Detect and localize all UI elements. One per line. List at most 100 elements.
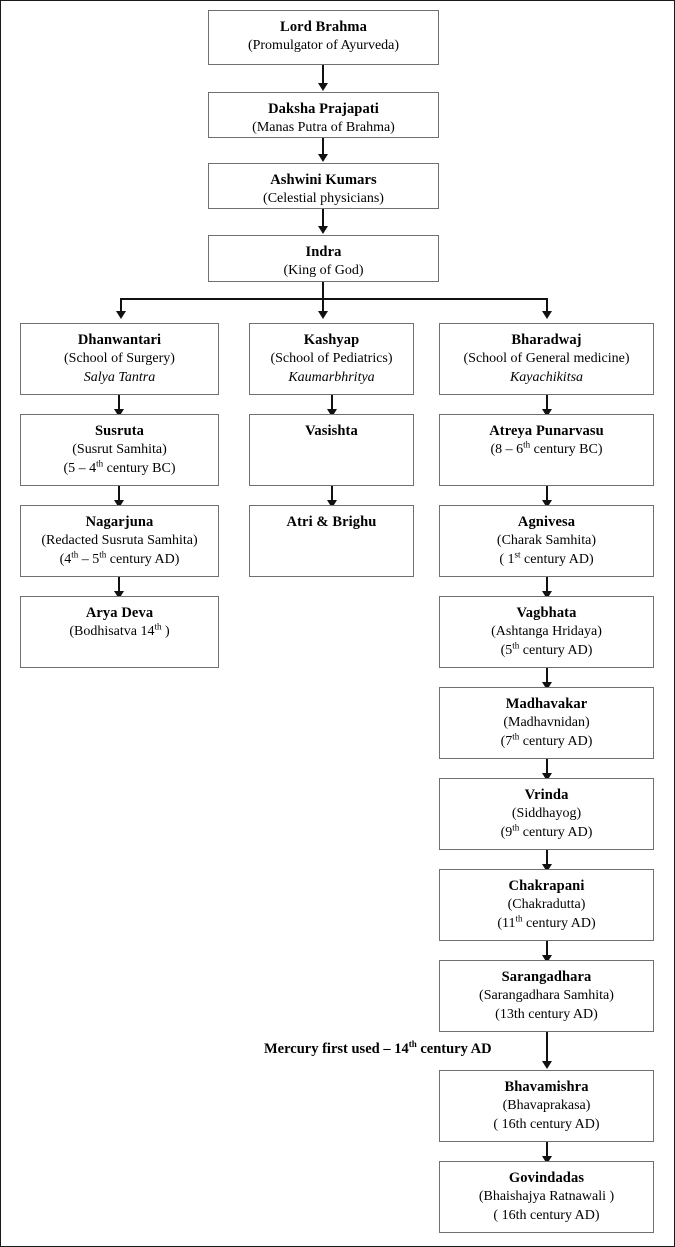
arrowhead-nagarjuna-aryadeva <box>114 591 124 599</box>
node-sarangadhara: Sarangadhara (Sarangadhara Samhita) (13t… <box>439 960 654 1032</box>
arrowhead-agnivesa-vagbhata <box>542 591 552 599</box>
node-subtitle: (Ashtanga Hridaya) <box>491 624 602 640</box>
node-govindadas: Govindadas (Bhaishajya Ratnawali ) ( 16t… <box>439 1161 654 1233</box>
connector-ashwini-indra <box>322 209 324 230</box>
node-chakrapani: Chakrapani (Chakradutta) (11th century A… <box>439 869 654 941</box>
node-title: Daksha Prajapati <box>268 101 379 117</box>
node-date: (13th century AD) <box>495 1006 598 1022</box>
connector-branch-middle <box>322 298 324 313</box>
node-subtitle: (School of Pediatrics) <box>270 351 393 367</box>
node-subtitle: (Celestial physicians) <box>263 191 384 207</box>
node-daksha-prajapati: Daksha Prajapati (Manas Putra of Brahma) <box>208 92 439 138</box>
node-title: Vrinda <box>524 787 569 803</box>
node-subtitle: (Siddhayog) <box>511 806 582 822</box>
arrowhead-branch-right <box>542 311 552 319</box>
connector-dhanwantari-susruta <box>118 395 120 412</box>
node-date: ( 16th century AD) <box>493 1207 600 1223</box>
node-subtitle: (Bhavaprakasa) <box>502 1098 591 1114</box>
node-indra: Indra (King of God) <box>208 235 439 282</box>
arrowhead-chakrapani-sarangadhara <box>542 955 552 963</box>
node-title: Vagbhata <box>516 605 577 621</box>
arrowhead-vasishta-atribrighu <box>327 500 337 508</box>
node-subtitle: (Charak Samhita) <box>496 533 597 549</box>
node-ashwini-kumars: Ashwini Kumars (Celestial physicians) <box>208 163 439 209</box>
node-subtitle: (Susrut Samhita) <box>72 442 167 458</box>
node-subtitle: (Chakradutta) <box>507 897 586 913</box>
arrowhead-daksha-ashwini <box>318 154 328 162</box>
connector-chakrapani-sarangadhara <box>546 941 548 958</box>
arrowhead-branch-middle <box>318 311 328 319</box>
node-title: Atreya Punarvasu <box>489 423 604 439</box>
node-subtitle: (Manas Putra of Brahma) <box>252 120 395 136</box>
connector-atreya-agnivesa <box>546 486 548 503</box>
node-subtitle: (School of Surgery) <box>64 351 175 367</box>
arrowhead-vagbhata-madhavakar <box>542 682 552 690</box>
node-title: Agnivesa <box>517 514 576 530</box>
connector-branch-right <box>546 298 548 313</box>
connector-branch-left <box>120 298 122 313</box>
node-subtitle: (King of God) <box>283 263 364 279</box>
node-dhanwantari: Dhanwantari (School of Surgery) Salya Ta… <box>20 323 219 395</box>
node-madhavakar: Madhavakar (Madhavnidan) (7th century AD… <box>439 687 654 759</box>
connector-vasishta-atribrighu <box>331 486 333 503</box>
node-subtitle: (Bhaishajya Ratnawali ) <box>478 1189 615 1205</box>
node-date: (8 – 6th century BC) <box>490 439 603 458</box>
arrowhead-branch-left <box>116 311 126 319</box>
arrowhead-vrinda-chakrapani <box>542 864 552 872</box>
node-bhavamishra: Bhavamishra (Bhavaprakasa) ( 16th centur… <box>439 1070 654 1142</box>
node-sanskrit-term: Kaumarbhritya <box>288 369 375 385</box>
node-title: Susruta <box>94 423 145 439</box>
connector-susruta-nagarjuna <box>118 486 120 503</box>
connector-madhavakar-vrinda <box>546 759 548 776</box>
arrowhead-dhanwantari-susruta <box>114 409 124 417</box>
node-agnivesa: Agnivesa (Charak Samhita) ( 1st century … <box>439 505 654 577</box>
node-title: Ashwini Kumars <box>270 172 377 188</box>
connector-sarangadhara-bhavamishra <box>546 1032 548 1065</box>
node-title: Bharadwaj <box>511 332 582 348</box>
node-subtitle: (Bodhisatva 14th ) <box>69 621 170 640</box>
node-title: Chakrapani <box>508 878 585 894</box>
node-title: Bhavamishra <box>504 1079 589 1095</box>
node-kashyap: Kashyap (School of Pediatrics) Kaumarbhr… <box>249 323 414 395</box>
connector-agnivesa-vagbhata <box>546 577 548 594</box>
node-lord-brahma: Lord Brahma (Promulgator of Ayurveda) <box>208 10 439 65</box>
connector-vrinda-chakrapani <box>546 850 548 867</box>
arrowhead-ashwini-indra <box>318 226 328 234</box>
connector-brahma-daksha <box>322 65 324 86</box>
arrowhead-sarangadhara-bhavamishra <box>542 1061 552 1069</box>
mercury-annotation: Mercury first used – 14th century AD <box>264 1039 492 1057</box>
node-susruta: Susruta (Susrut Samhita) (5 – 4th centur… <box>20 414 219 486</box>
node-date: ( 16th century AD) <box>493 1116 600 1132</box>
connector-bhavamishra-govindadas <box>546 1142 548 1159</box>
node-date: (7th century AD) <box>500 730 593 749</box>
node-date: (11th century AD) <box>497 912 596 931</box>
node-sanskrit-term: Kayachikitsa <box>509 369 584 385</box>
node-title: Govindadas <box>508 1170 585 1186</box>
node-title: Indra <box>305 244 342 260</box>
node-title: Atri & Brighu <box>286 514 377 530</box>
node-title: Lord Brahma <box>280 19 367 35</box>
node-sanskrit-term: Salya Tantra <box>83 369 156 385</box>
node-bharadwaj: Bharadwaj (School of General medicine) K… <box>439 323 654 395</box>
connector-kashyap-vasishta <box>331 395 333 412</box>
connector-bharadwaj-atreya <box>546 395 548 412</box>
node-arya-deva: Arya Deva (Bodhisatva 14th ) <box>20 596 219 668</box>
arrowhead-madhavakar-vrinda <box>542 773 552 781</box>
connector-vagbhata-madhavakar <box>546 668 548 685</box>
node-vasishta: Vasishta <box>249 414 414 486</box>
connector-branch-bus <box>120 298 548 300</box>
node-subtitle: (Redacted Susruta Samhita) <box>41 533 198 549</box>
node-subtitle: (Promulgator of Ayurveda) <box>247 38 400 54</box>
node-subtitle: (School of General medicine) <box>463 351 630 367</box>
node-date: (4th – 5th century AD) <box>59 548 180 567</box>
node-title: Sarangadhara <box>501 969 592 985</box>
arrowhead-brahma-daksha <box>318 83 328 91</box>
arrowhead-bhavamishra-govindadas <box>542 1156 552 1164</box>
node-subtitle: (Madhavnidan) <box>503 715 590 731</box>
node-date: (9th century AD) <box>500 821 593 840</box>
arrowhead-bharadwaj-atreya <box>542 409 552 417</box>
arrowhead-kashyap-vasishta <box>327 409 337 417</box>
node-date: ( 1st century AD) <box>499 548 594 567</box>
node-title: Nagarjuna <box>85 514 154 530</box>
